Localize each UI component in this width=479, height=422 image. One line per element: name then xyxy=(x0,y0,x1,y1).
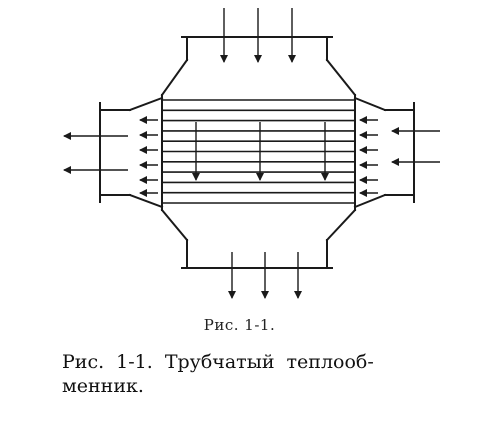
top-left-taper xyxy=(160,58,189,97)
figure-label: Рис. 1-1. xyxy=(203,316,276,334)
caption-line-1: Рис. 1-1. Трубчатый теплооб- xyxy=(62,351,374,373)
top-right-taper xyxy=(325,58,357,97)
bottom-left-taper xyxy=(160,208,189,242)
figure-caption: Рис. 1-1. Трубчатый теплооб- менник. xyxy=(62,350,472,398)
right-chamber-bottom xyxy=(353,193,387,209)
left-chamber-top xyxy=(128,96,164,112)
tube-bundle xyxy=(163,99,354,204)
caption-line-2: менник. xyxy=(62,375,144,397)
flow-arrows xyxy=(63,8,440,299)
left-chamber-bottom xyxy=(128,193,164,209)
bottom-right-taper xyxy=(325,208,357,242)
right-chamber-top xyxy=(353,96,387,112)
